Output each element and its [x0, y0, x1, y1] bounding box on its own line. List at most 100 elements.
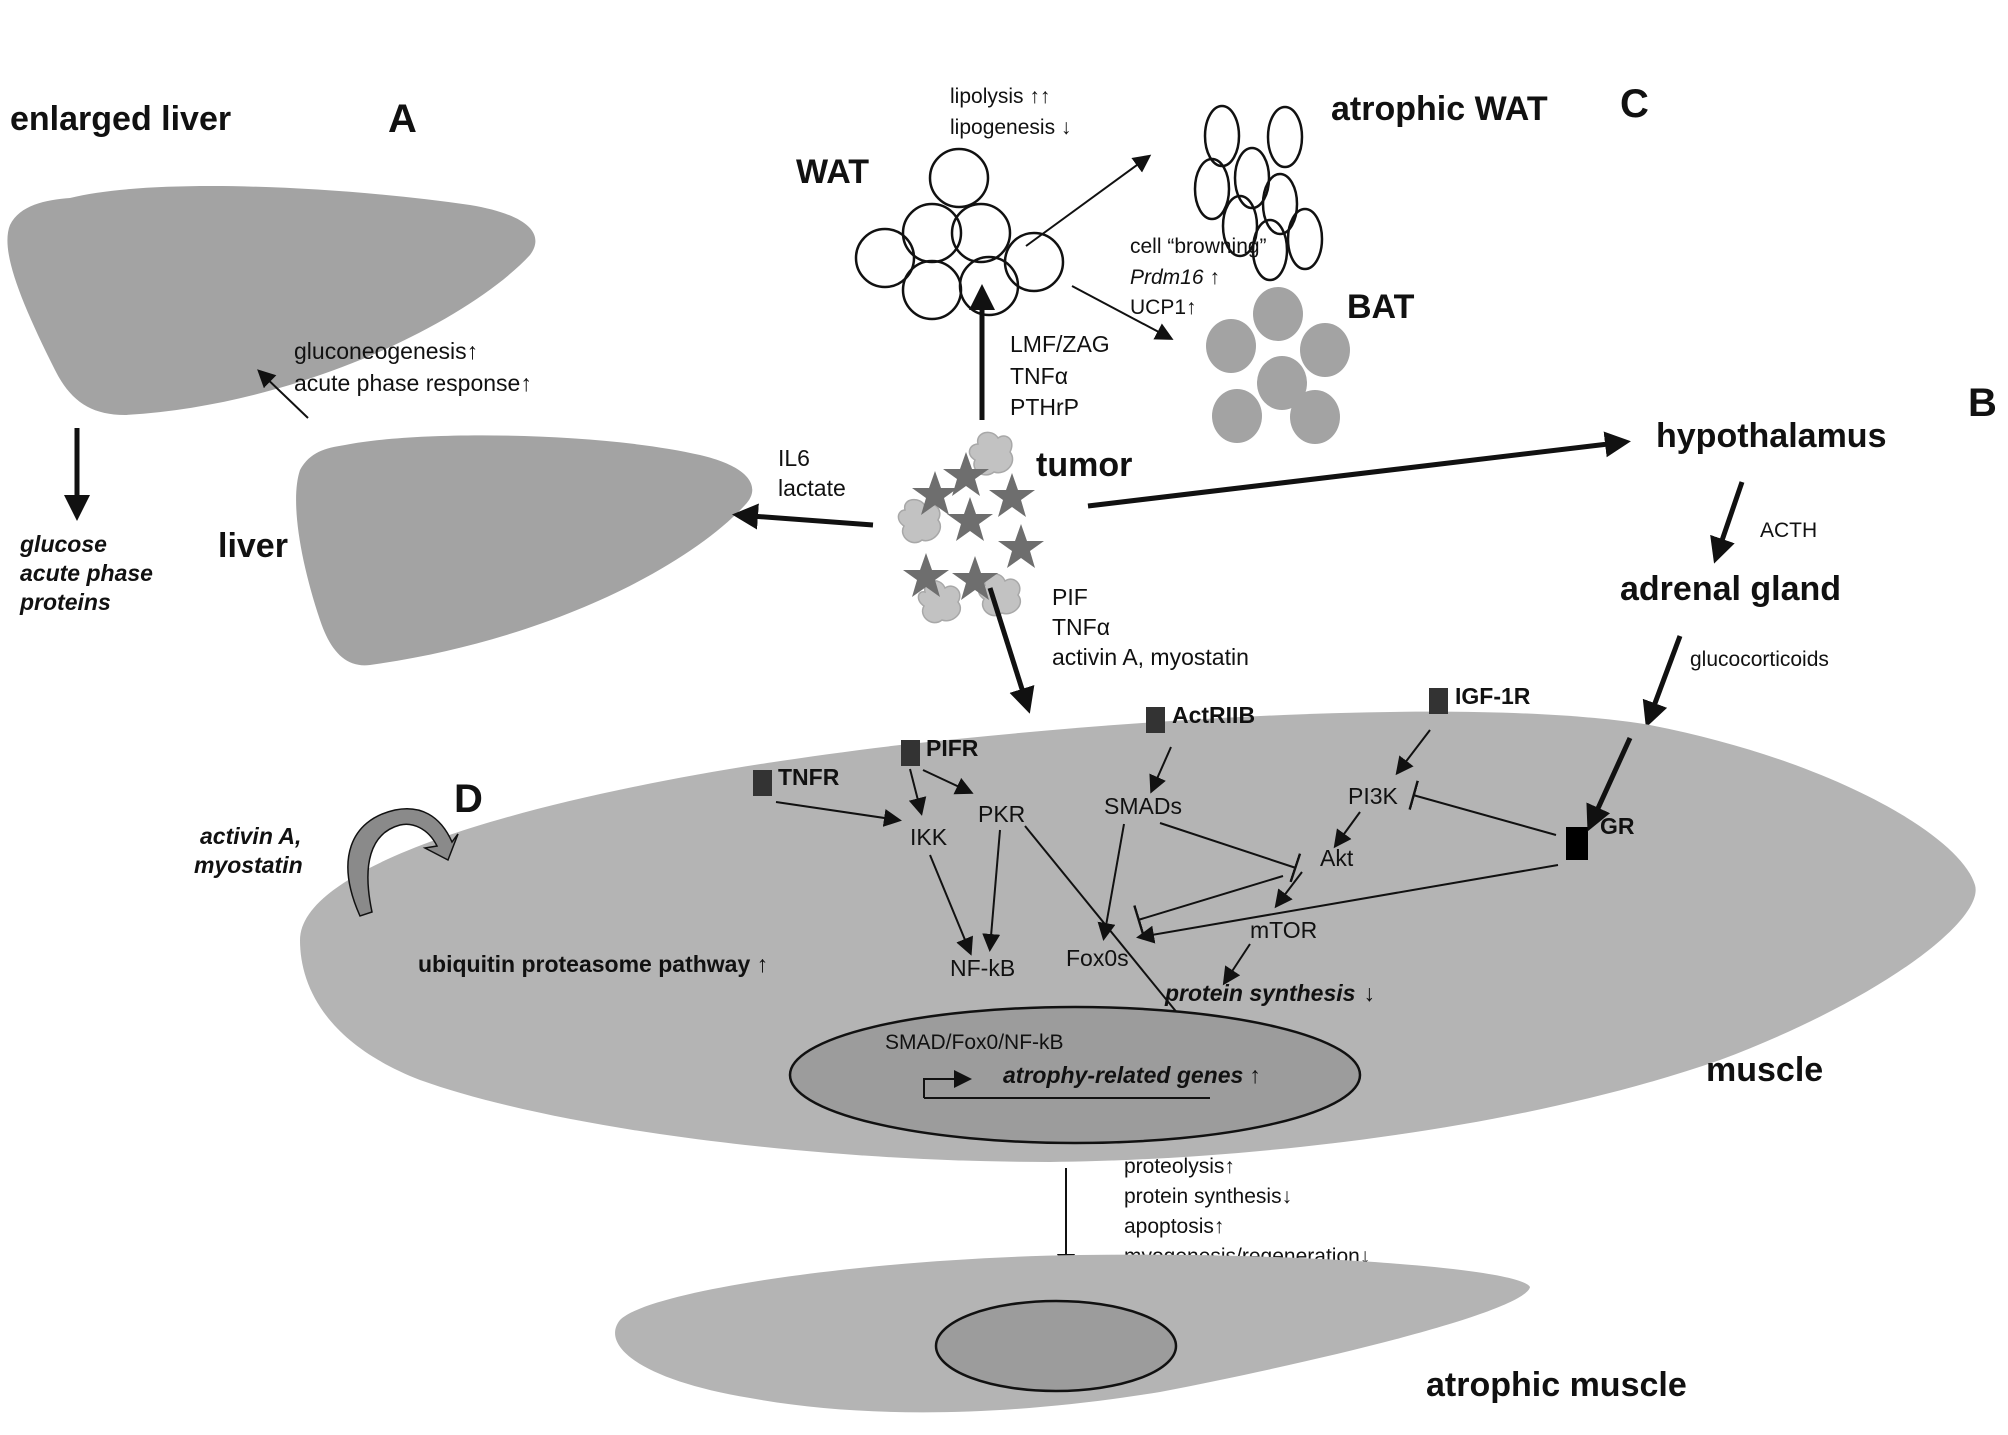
- signal-pthrp: PTHrP: [1010, 394, 1079, 420]
- gr-receptor-icon: [1566, 827, 1588, 860]
- tnfr-label: TNFR: [778, 764, 840, 790]
- signal-lmf-zag: LMF/ZAG: [1010, 331, 1110, 357]
- prdm16-arrow: ↑: [1210, 266, 1221, 289]
- edge-akt-mtor: [1274, 871, 1303, 909]
- tumor-cluster: tumor LMF/ZAG TNFα PTHrP PIF TNFα activi…: [897, 284, 1631, 714]
- igf1r-label: IGF-1R: [1455, 683, 1531, 709]
- edge-smads-fox0s: [1097, 823, 1125, 941]
- transcription-start-arrow-icon: [923, 1070, 972, 1098]
- panel-a: enlarged liver A gluconeogenesis↑ acute …: [7, 97, 874, 666]
- edge-actriib-smads: [1149, 746, 1172, 794]
- atrophy-genes-label: atrophy-related genes↑: [1003, 1062, 1261, 1088]
- nucleus-tf-label: SMAD/Fox0/NF-kB: [885, 1031, 1064, 1054]
- atrophic-wat-cell-icons: [1193, 104, 1324, 282]
- tumor-to-liver-arrow: [732, 503, 874, 530]
- node-ikk: IKK: [910, 824, 948, 850]
- edge-igf1r-pi3k: [1395, 729, 1431, 776]
- autocrine-curved-arrow-icon: [347, 808, 459, 917]
- igf1r-receptor-icon: [1429, 688, 1448, 714]
- tnfr-receptor-icon: [753, 770, 772, 796]
- node-smads: SMADs: [1104, 793, 1182, 819]
- wat-to-atrophic-arrow: [1025, 154, 1152, 247]
- wat-label: WAT: [796, 153, 869, 191]
- protein-synthesis-down-arrow: ↓: [1363, 980, 1375, 1006]
- edge-pi3k-akt: [1333, 811, 1361, 849]
- wat-effect-lipogenesis: lipogenesis ↓: [950, 116, 1071, 139]
- node-nfkb: NF-kB: [950, 955, 1015, 981]
- liver-output-acute-phase: acute phase: [20, 560, 153, 586]
- wat-to-bat-arrow: [1071, 285, 1174, 340]
- actriib-receptor-icon: [1146, 707, 1165, 733]
- edge-pifr-ikk: [908, 768, 927, 816]
- pifr-receptor-icon: [901, 740, 920, 766]
- node-pkr: PKR: [978, 801, 1025, 827]
- outcome-proteolysis: proteolysis↑: [1124, 1155, 1235, 1178]
- acth-label: ACTH: [1760, 519, 1817, 542]
- tumor-to-hypothalamus-arrow: [1087, 431, 1631, 509]
- ups-label: ubiquitin proteasome pathway ↑: [418, 951, 768, 977]
- panel-b: B hypothalamus ACTH adrenal gland glucoc…: [1620, 381, 1997, 728]
- liver-label: liver: [218, 527, 288, 565]
- signal-lactate: lactate: [778, 475, 846, 501]
- browning-prdm16: Prdm16↑: [1130, 266, 1220, 289]
- node-akt: Akt: [1320, 845, 1354, 871]
- hypothalamus-to-adrenal-arrow: [1710, 481, 1745, 564]
- signal-il6: IL6: [778, 445, 810, 471]
- outcome-protein-synthesis: protein synthesis↓: [1124, 1185, 1292, 1208]
- edge-ikk-nfkb: [929, 854, 973, 956]
- enlarged-liver-shape: [7, 186, 536, 415]
- panel-c: WAT lipolysis ↑↑ lipogenesis ↓ atrophic …: [796, 82, 1649, 444]
- panel-label-b: B: [1968, 381, 1997, 425]
- bat-label: BAT: [1347, 288, 1415, 326]
- adrenal-to-muscle-arrow: [1642, 635, 1683, 728]
- liver-shape: [296, 435, 753, 666]
- tumor-star-icons: [903, 452, 1044, 600]
- edge-pkr-nfkb: [982, 829, 1001, 952]
- actriib-label: ActRIIB: [1172, 702, 1255, 728]
- tumor-cell-icons: [897, 431, 1022, 624]
- muscle-label: muscle: [1706, 1051, 1823, 1089]
- liver-effect-1: gluconeogenesis↑: [294, 338, 478, 364]
- signal-tnfa-wat: TNFα: [1010, 363, 1068, 389]
- tumor-to-muscle-arrow: [987, 587, 1035, 714]
- hypothalamus-label: hypothalamus: [1656, 417, 1886, 455]
- panel-label-d: D: [454, 777, 483, 821]
- pathway-edges: [775, 729, 1559, 1046]
- node-fox0s: Fox0s: [1066, 945, 1129, 971]
- adrenal-gland-label: adrenal gland: [1620, 570, 1841, 608]
- liver-to-enlarged-arrow: [257, 369, 309, 419]
- signal-activin-myostatin: activin A, myostatin: [1052, 644, 1249, 670]
- glucocorticoid-to-gr-arrow: [1586, 736, 1633, 832]
- signal-tnfa-muscle: TNFα: [1052, 614, 1110, 640]
- bat-cell-icons: [1206, 287, 1350, 444]
- protein-synthesis-label: protein synthesis↓: [1164, 980, 1375, 1006]
- edge-tnfr-ikk: [775, 801, 902, 827]
- panel-label-a: A: [388, 97, 417, 141]
- edge-gr-pi3k-inhibit: [1408, 780, 1557, 836]
- wat-cell-icons: [854, 147, 1065, 321]
- atrophy-outcome: proteolysis↑ protein synthesis↓ apoptosi…: [615, 1155, 1687, 1413]
- atrophic-muscle-nucleus: [934, 1299, 1178, 1393]
- autocrine-myostatin: myostatin: [194, 852, 303, 878]
- panel-d: D activin A, myostatin ubiquitin proteas…: [194, 683, 1976, 1162]
- liver-output-proteins: proteins: [19, 589, 111, 615]
- panel-label-c: C: [1620, 82, 1649, 126]
- muscle-nucleus: [788, 1005, 1362, 1145]
- signal-pif: PIF: [1052, 584, 1088, 610]
- edge-gr-fox0s: [1136, 864, 1559, 944]
- node-pi3k: PI3K: [1348, 783, 1399, 809]
- edge-smads-akt-inhibit: [1159, 822, 1302, 883]
- browning-label: cell “browning”: [1130, 235, 1267, 258]
- autocrine-activin: activin A,: [200, 823, 301, 849]
- pifr-label: PIFR: [926, 735, 979, 761]
- edge-mtor-proteinsynth: [1222, 943, 1251, 986]
- outcome-apoptosis: apoptosis↑: [1124, 1215, 1224, 1238]
- browning-ucp1: UCP1↑: [1130, 296, 1197, 319]
- liver-effect-2: acute phase response↑: [294, 370, 532, 396]
- atrophy-genes-up-arrow: ↑: [1249, 1062, 1261, 1088]
- node-mtor: mTOR: [1250, 917, 1317, 943]
- tumor-label: tumor: [1036, 446, 1132, 484]
- atrophic-muscle-label: atrophic muscle: [1426, 1366, 1687, 1404]
- glucocorticoids-label: glucocorticoids: [1690, 648, 1829, 671]
